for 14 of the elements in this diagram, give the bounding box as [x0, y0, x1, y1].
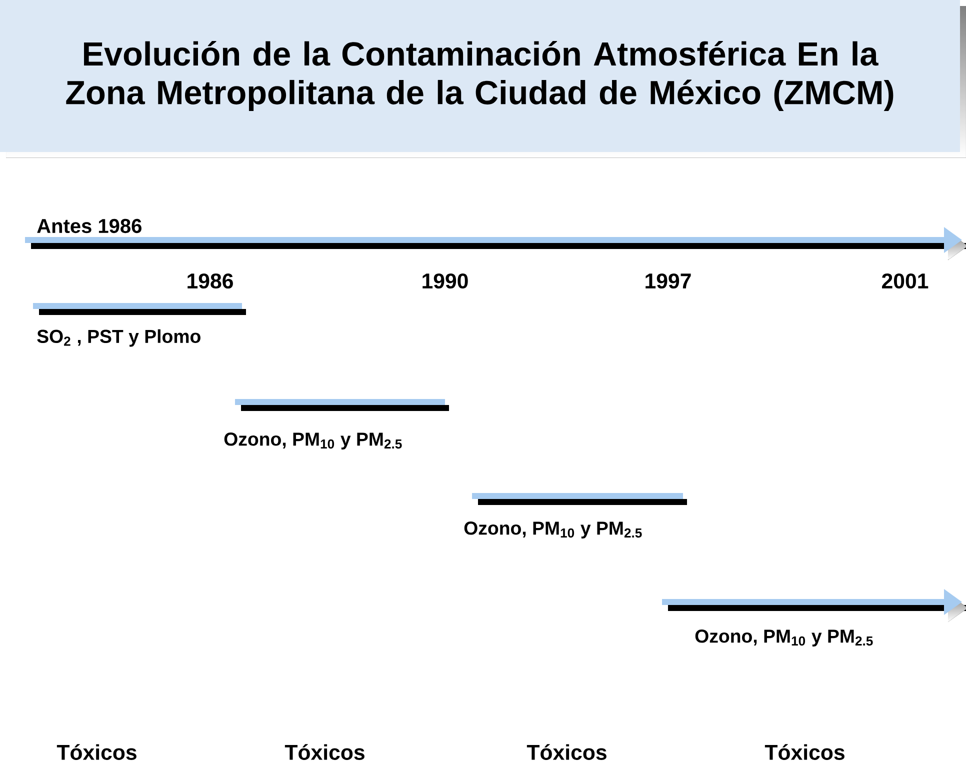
pollutant-label: Ozono, PM$_{10}$ y PM$_{2.5}$: [695, 630, 873, 646]
pollutant-label: SO$_{2}$ , PST y Plomo: [37, 329, 200, 347]
pollutant-label: Ozono, PM$_{10}$ y PM$_{2.5}$: [224, 432, 402, 450]
year-label: 1990: [422, 273, 468, 289]
title-banner: Evolución de la Contaminación Atmosférica En la Zona Metropolitana de la Ciudad de México (ZMCM): [0, 0, 966, 158]
category-label: Tóxicos: [56, 744, 136, 760]
category-label: Tóxicos: [284, 744, 364, 760]
year-label: 1986: [188, 273, 233, 289]
timeline-label: Antes 1986: [37, 218, 142, 234]
year-label: 2001: [882, 273, 928, 289]
year-label: 1997: [646, 273, 691, 289]
pollutant-label: Ozono, PM$_{10}$ y PM$_{2.5}$: [464, 522, 642, 538]
category-label: Tóxicos: [526, 744, 606, 760]
category-label: Tóxicos: [764, 744, 844, 760]
